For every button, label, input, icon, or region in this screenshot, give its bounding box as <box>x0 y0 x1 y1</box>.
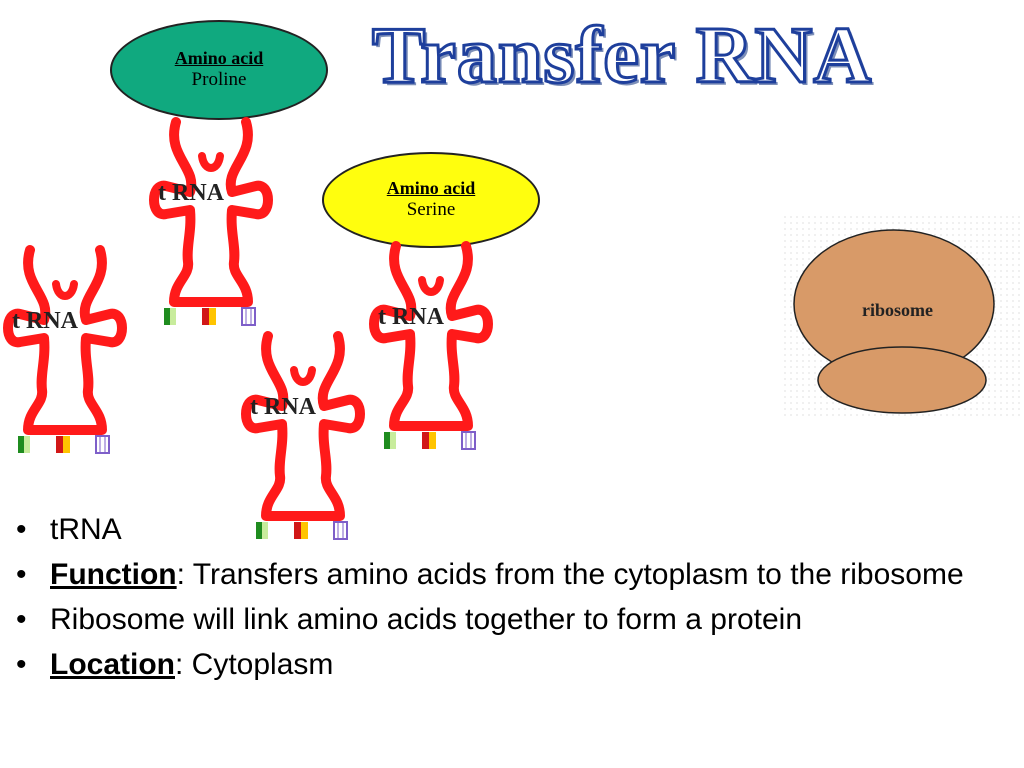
bullet-keyword: Location <box>50 648 175 681</box>
ribosome: ribosome <box>784 216 1024 416</box>
bullet-text: Ribosome will link amino acids together … <box>50 603 803 636</box>
bullet-point: • <box>16 648 27 681</box>
amino-acid-proline-bubble: Amino acid Proline <box>110 20 328 120</box>
trna-molecule-serine: t RNA <box>366 240 496 452</box>
trna-label: t RNA <box>12 308 78 334</box>
trna-molecule-proline: t RNA <box>146 116 276 328</box>
bullet-keyword: Function <box>50 558 177 591</box>
bullet-text: tRNA <box>50 513 122 546</box>
trna-cloverleaf-icon <box>0 244 130 456</box>
bubble-amino-acid-name: Serine <box>406 199 456 221</box>
bubble-heading: Amino acid <box>386 177 476 198</box>
bullet-item: • Ribosome will link amino acids togethe… <box>14 602 1018 638</box>
bullet-item: • tRNA <box>14 512 1018 548</box>
bubble-heading: Amino acid <box>174 47 264 68</box>
trna-label: t RNA <box>158 180 224 206</box>
bullet-text: : Transfers amino acids from the cytopla… <box>176 558 964 591</box>
bullet-item: • Location: Cytoplasm <box>14 647 1018 683</box>
bullet-item: • Function: Transfers amino acids from t… <box>14 557 1018 593</box>
ribosome-label: ribosome <box>862 300 933 320</box>
bullet-point: • <box>16 603 27 636</box>
bullet-text: : Cytoplasm <box>175 648 334 681</box>
bullet-list: • tRNA • Function: Transfers amino acids… <box>14 512 1018 692</box>
ribosome-icon <box>784 216 1024 416</box>
bullet-point: • <box>16 558 27 591</box>
trna-cloverleaf-icon <box>366 240 496 452</box>
amino-acid-serine-bubble: Amino acid Serine <box>322 152 540 248</box>
trna-cloverleaf-icon <box>146 116 276 328</box>
bubble-amino-acid-name: Proline <box>191 69 247 91</box>
trna-label: t RNA <box>250 394 316 420</box>
trna-molecule-center: t RNA <box>238 330 368 542</box>
trna-label: t RNA <box>378 304 444 330</box>
slide-title: Transfer RNA <box>370 12 873 100</box>
trna-cloverleaf-icon <box>238 330 368 542</box>
bullet-point: • <box>16 513 27 546</box>
trna-molecule-left: t RNA <box>0 244 130 456</box>
